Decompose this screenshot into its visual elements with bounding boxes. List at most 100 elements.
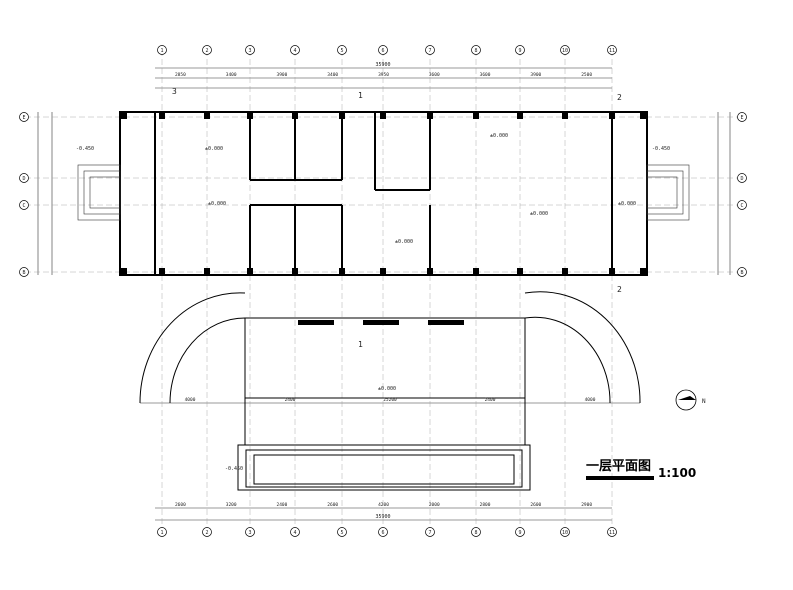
column xyxy=(640,268,647,275)
axis-top-9-label: 9 xyxy=(518,48,521,54)
axis-top-1-label: 1 xyxy=(160,48,163,54)
axis-top-9-circle xyxy=(515,45,525,55)
axis-top-7-circle xyxy=(425,45,435,55)
bottom-dimension-lines xyxy=(140,402,640,521)
axis-top-6-circle xyxy=(378,45,388,55)
axis-bottom-6-circle xyxy=(378,527,388,537)
axis-bottom-5-label: 5 xyxy=(340,530,343,536)
plaza-dimension-value: 4000 xyxy=(185,397,196,403)
axis-bottom-8-circle xyxy=(471,527,481,537)
plaza-dimension-value: 25200 xyxy=(383,397,397,403)
axis-bottom-5-circle xyxy=(337,527,347,537)
column xyxy=(473,112,479,119)
bottom-dimension-value: 2800 xyxy=(480,502,491,508)
top-dimension-value: 3600 xyxy=(480,72,491,78)
column xyxy=(159,268,165,275)
axis-top-3-label: 3 xyxy=(248,48,251,54)
section-mark-1-top: 1 xyxy=(358,91,363,100)
column xyxy=(517,112,523,119)
section-mark-3: 3 xyxy=(172,87,177,96)
structural-columns xyxy=(120,112,647,275)
bottom-dimension-value: 4200 xyxy=(378,502,389,508)
column xyxy=(159,112,165,119)
plaza-dimension-value: 2400 xyxy=(285,397,296,403)
drawing-scale: 1:100 xyxy=(658,466,697,480)
axis-bottom-7-circle xyxy=(425,527,435,537)
column xyxy=(120,112,127,119)
top-dimension-value: 3900 xyxy=(530,72,541,78)
axis-grid-vertical xyxy=(161,50,613,530)
front-plaza xyxy=(139,291,641,491)
title-underline xyxy=(586,476,654,480)
elev-corridor-w: ±0.000 xyxy=(208,201,226,207)
column xyxy=(380,268,386,275)
axis-bottom-9-label: 9 xyxy=(518,530,521,536)
axis-bottom-8-label: 8 xyxy=(474,530,477,536)
axis-right-3-circle xyxy=(737,200,747,210)
column xyxy=(562,112,568,119)
column xyxy=(517,268,523,275)
axis-left-3-label: C xyxy=(22,203,25,209)
column xyxy=(640,112,647,119)
elev-stair-w: -0.450 xyxy=(76,146,94,152)
axis-right-2-label: D xyxy=(740,176,743,182)
elev-plaza-low: -0.450 xyxy=(225,466,243,472)
exterior-walls xyxy=(119,111,648,276)
section-mark-2-bottom: 2 xyxy=(617,285,622,294)
axis-bottom-4-circle xyxy=(290,527,300,537)
axis-top-5-circle xyxy=(337,45,347,55)
plaza-dimension-value: 2400 xyxy=(485,397,496,403)
axis-left-1-label: E xyxy=(22,115,25,121)
column xyxy=(609,268,615,275)
axis-right-3-label: C xyxy=(740,203,743,209)
axis-left-2-circle xyxy=(19,173,29,183)
column xyxy=(380,112,386,119)
top-dimension-value: 3400 xyxy=(226,72,237,78)
axis-left-4-circle xyxy=(19,267,29,277)
axis-right-1-label: E xyxy=(740,115,743,121)
axis-top-8-label: 8 xyxy=(474,48,477,54)
axis-bottom-9-circle xyxy=(515,527,525,537)
axis-top-6-label: 6 xyxy=(381,48,384,54)
side-dimension-lines xyxy=(37,112,731,275)
north-label: N xyxy=(702,398,706,405)
axis-top-1-circle xyxy=(157,45,167,55)
axis-bottom-7-label: 7 xyxy=(428,530,431,536)
axis-bottom-3-circle xyxy=(245,527,255,537)
axis-bottom-4-label: 4 xyxy=(293,530,296,536)
axis-right-2-circle xyxy=(737,173,747,183)
bottom-dimension-value: 2000 xyxy=(429,502,440,508)
top-overall-dimension: 35900 xyxy=(375,62,390,68)
top-dimension-value: 2500 xyxy=(581,72,592,78)
axis-right-1-circle xyxy=(737,112,747,122)
bottom-dimension-value: 2900 xyxy=(581,502,592,508)
bottom-dimension-value: 2600 xyxy=(530,502,541,508)
bottom-dimension-value: 2600 xyxy=(327,502,338,508)
entrance-stairs xyxy=(77,164,690,221)
drawing-title-block: 一层平面图 xyxy=(586,455,654,480)
column xyxy=(120,268,127,275)
bottom-dimension-value: 2600 xyxy=(175,502,186,508)
axis-top-10-label: 10 xyxy=(562,48,568,54)
bottom-dimension-value: 3200 xyxy=(226,502,237,508)
axis-right-4-circle xyxy=(737,267,747,277)
axis-top-11-circle xyxy=(607,45,617,55)
top-dimension-value: 2850 xyxy=(175,72,186,78)
axis-bottom-1-label: 1 xyxy=(160,530,163,536)
elev-plaza: ±0.000 xyxy=(378,386,396,392)
elev-office-nw: ±0.000 xyxy=(205,146,223,152)
axis-bottom-2-circle xyxy=(202,527,212,537)
top-dimension-value: 3600 xyxy=(429,72,440,78)
axis-top-8-circle xyxy=(471,45,481,55)
interior-walls xyxy=(249,112,431,275)
axis-bottom-6-label: 6 xyxy=(381,530,384,536)
column xyxy=(609,112,615,119)
plaza-planters xyxy=(298,320,464,325)
elev-hall: ±0.000 xyxy=(530,211,548,217)
axis-left-1-circle xyxy=(19,112,29,122)
top-dimension-lines xyxy=(155,67,612,89)
elev-office-ne: ±0.000 xyxy=(490,133,508,139)
axis-top-3-circle xyxy=(245,45,255,55)
